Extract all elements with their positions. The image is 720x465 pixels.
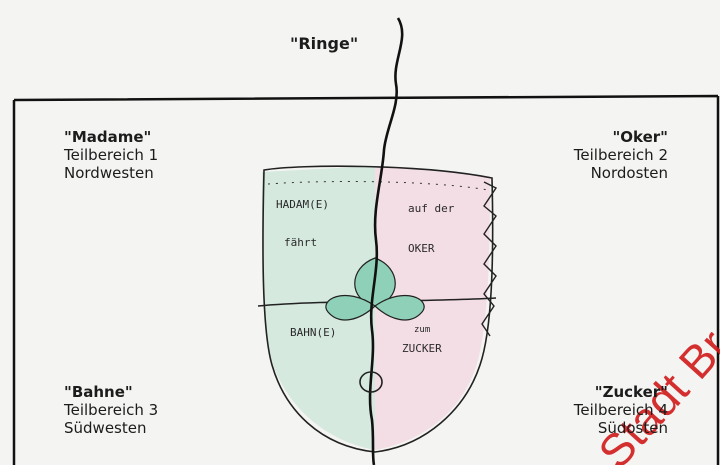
sketch-text-ne-top: auf der [408, 202, 455, 215]
top-label-ringe: "Ringe" [290, 34, 358, 53]
sketch-text-nw-bottom: fährt [284, 236, 317, 249]
sketch-text-ne-bottom: OKER [408, 242, 435, 255]
sketch-text-nw-top: HADAM(E) [276, 198, 329, 211]
quadrant-label-nw: "Madame" Teilbereich 1 Nordwesten [64, 128, 158, 182]
quadrant-name: "Zucker" [574, 383, 668, 401]
quadrant-direction: Südwesten [64, 419, 158, 437]
quadrant-direction: Nordosten [574, 164, 668, 182]
quadrant-name: "Oker" [574, 128, 668, 146]
quadrant-label-se: "Zucker" Teilbereich 4 Südosten [574, 383, 668, 437]
quadrant-direction: Nordwesten [64, 164, 158, 182]
quadrant-subarea: Teilbereich 1 [64, 146, 158, 164]
sketch-text-sw: BAHN(E) [290, 326, 336, 339]
quadrant-subarea: Teilbereich 3 [64, 401, 158, 419]
quadrant-direction: Südosten [574, 419, 668, 437]
sketch-text-se-top: zum [414, 325, 430, 335]
sketch-text-se-bottom: ZUCKER [402, 342, 442, 355]
quadrant-label-ne: "Oker" Teilbereich 2 Nordosten [574, 128, 668, 182]
quadrant-name: "Madame" [64, 128, 158, 146]
quadrant-subarea: Teilbereich 4 [574, 401, 668, 419]
quadrant-subarea: Teilbereich 2 [574, 146, 668, 164]
quadrant-label-sw: "Bahne" Teilbereich 3 Südwesten [64, 383, 158, 437]
quadrant-name: "Bahne" [64, 383, 158, 401]
